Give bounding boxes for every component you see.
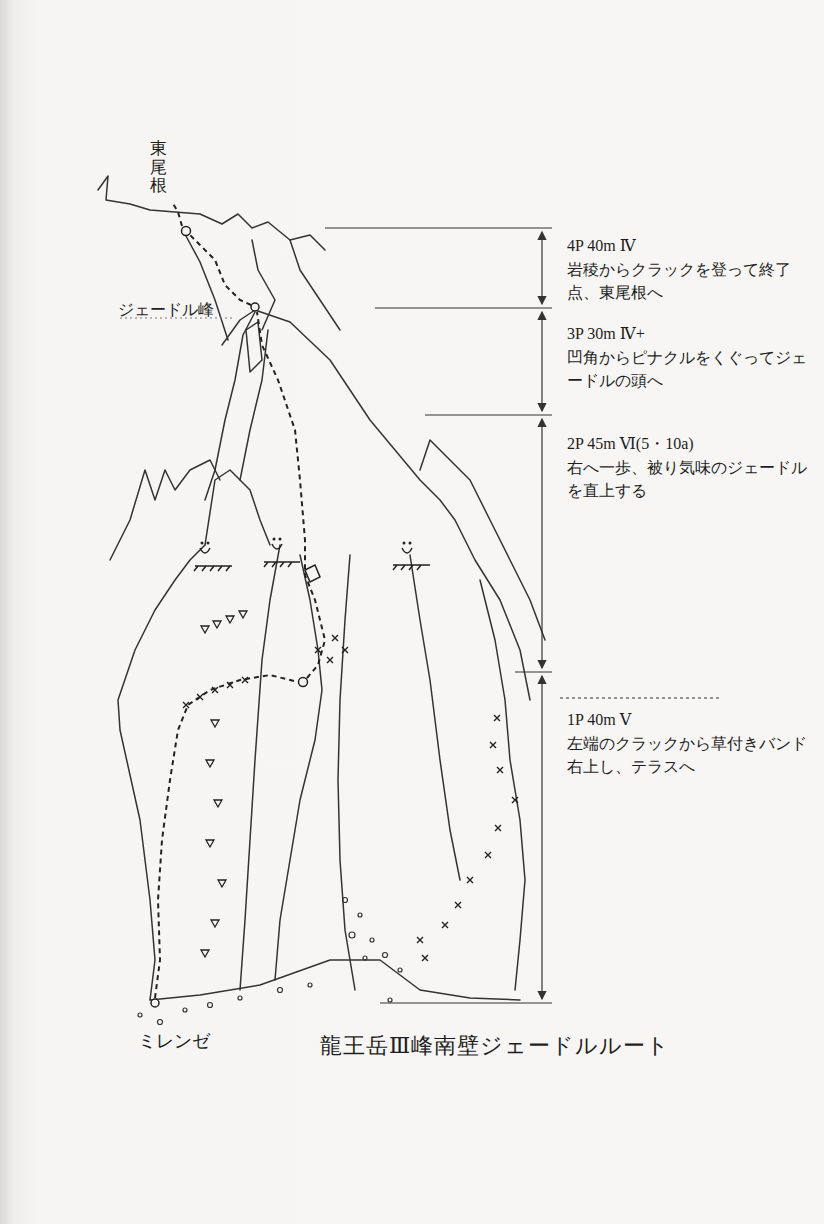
- peak-name: ジェードル峰: [118, 298, 258, 321]
- pitch-grade: 1P 40m Ⅴ: [567, 708, 807, 731]
- overhang-dot: [201, 538, 412, 545]
- overhang-mark: [194, 544, 430, 582]
- pitch-note: 左端のクラックから草付きバンド右上し、テラスへ: [567, 732, 807, 778]
- pitch-dimension: [120, 228, 720, 1003]
- pitch-grade: 4P 40m Ⅳ: [567, 234, 807, 257]
- pitch-note: 凹角からピナクルをくぐってジェードルの頭へ: [567, 346, 807, 392]
- figure-caption: 龍王岳Ⅲ峰南壁ジェードルルート: [320, 1030, 670, 1062]
- pitch-note: 右へ一歩、被り気味のジェードルを直上する: [567, 456, 807, 502]
- bush-mark: [201, 611, 247, 957]
- pitch-grade: 3P 30m Ⅳ+: [567, 322, 807, 345]
- grass-mark: [183, 635, 518, 961]
- pitch-note: 岩稜からクラックを登って終了点、東尾根へ: [567, 258, 807, 304]
- rock-outline: [98, 176, 545, 1000]
- scree-dots: [138, 898, 402, 1025]
- route-line: [155, 202, 325, 998]
- place-name: ミレンゼ: [138, 1028, 228, 1054]
- pitch-grade: 2P 45m Ⅵ(5・10a): [567, 432, 807, 455]
- ridge-name: 東尾根: [150, 140, 167, 196]
- belay-point: [151, 227, 308, 1008]
